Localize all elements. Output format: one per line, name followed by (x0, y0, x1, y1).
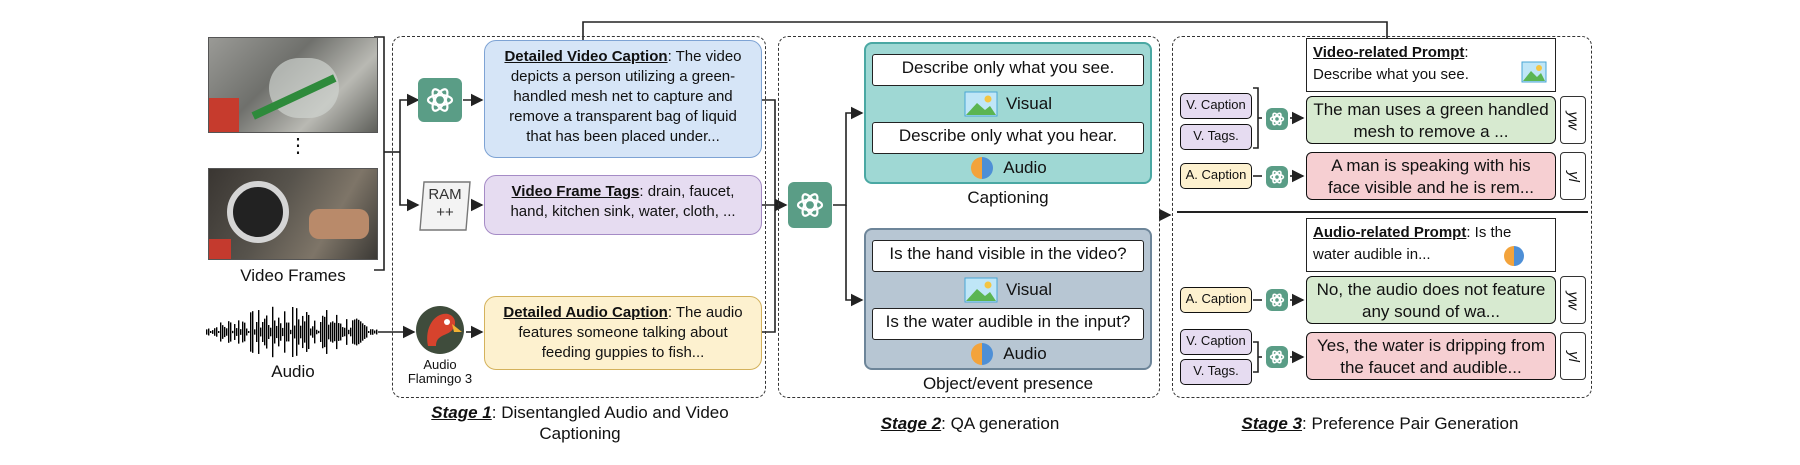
label-yw-2: yw (1564, 290, 1582, 310)
video-positive-label: yw (1560, 96, 1586, 144)
image-icon (1521, 61, 1547, 83)
video-frames-label: Video Frames (240, 266, 346, 285)
a-caption-tag-1: A. Caption (1180, 163, 1252, 189)
gpt-icon-3a (1266, 108, 1288, 130)
stage2-caption: Stage 2: QA generation (800, 414, 1140, 434)
video-frame-2 (208, 168, 378, 260)
presence-title: Object/event presence (922, 374, 1094, 393)
video-caption-text: : The video depicts a person utilizing a… (509, 48, 742, 145)
ram-label-line2: ++ (436, 204, 454, 221)
video-positive-response: The man uses a green handled mesh to rem… (1306, 96, 1556, 144)
audio-prompt-text: : Is the water audible in... (1313, 224, 1512, 263)
stage1-panel (392, 36, 766, 398)
stage3-panel (1172, 36, 1592, 398)
gpt-icon-3d (1266, 346, 1288, 368)
audio-positive-response: No, the audio does not feature any sound… (1306, 276, 1556, 324)
detailed-audio-caption-box: Detailed Audio Caption: The audio featur… (484, 296, 762, 370)
stage3-caption-rest: : Preference Pair Generation (1302, 414, 1519, 433)
presence-audio-row: Audio (872, 341, 1144, 367)
captioning-visual-row: Visual (872, 90, 1144, 118)
audio-caption-title: Detailed Audio Caption (503, 304, 668, 321)
v-tags-tag-1: V. Tags. (1180, 124, 1252, 150)
v-caption-tag-2: V. Caption (1180, 329, 1252, 355)
label-yw-1: yw (1564, 110, 1582, 130)
image-icon (964, 277, 998, 303)
captioning-visual-question: Describe only what you see. (872, 54, 1144, 86)
speaker-icon (971, 343, 994, 365)
label-yl-1: yl (1564, 170, 1582, 182)
audio-label: Audio (271, 362, 315, 381)
captioning-audio-label: Audio (1003, 158, 1047, 177)
speaker-icon (1504, 246, 1524, 266)
audio-prompt-title: Audio-related Prompt (1313, 224, 1467, 241)
captioning-visual-label: Visual (1006, 94, 1052, 113)
audio-negative-label: yl (1560, 332, 1586, 380)
gpt-icon-3b (1266, 166, 1288, 188)
speaker-icon (971, 157, 994, 179)
video-frame-1 (208, 37, 378, 133)
audio-waveform (206, 306, 378, 358)
v-tags-tag-2: V. Tags. (1180, 359, 1252, 385)
video-caption-title: Detailed Video Caption (504, 48, 668, 65)
stage1-caption: Stage 1: Disentangled Audio and Video Ca… (400, 402, 760, 444)
presence-visual-row: Visual (872, 276, 1144, 304)
stage2-caption-bold: Stage 2 (880, 414, 942, 433)
stage2-caption-rest: : QA generation (941, 414, 1060, 433)
detailed-video-caption-box: Detailed Video Caption: The video depict… (484, 40, 762, 158)
a-caption-tag-2: A. Caption (1180, 287, 1252, 313)
v-caption-tag-1: V. Caption (1180, 93, 1252, 119)
stage1-caption-bold: Stage 1 (431, 403, 492, 422)
frames-ellipsis: ⋮ (288, 135, 308, 157)
captioning-audio-row: Audio (872, 155, 1144, 181)
presence-visual-label: Visual (1006, 280, 1052, 299)
audio-positive-label: yw (1560, 276, 1586, 324)
label-yl-2: yl (1564, 350, 1582, 362)
stage1-caption-rest: : Disentangled Audio and Video Captionin… (491, 403, 729, 443)
presence-audio-label: Audio (1003, 344, 1047, 363)
ram-label-line1: RAM (428, 186, 462, 203)
audio-related-prompt-box: Audio-related Prompt: Is the water audib… (1306, 218, 1556, 272)
gpt-icon-3c (1266, 289, 1288, 311)
flamingo-icon (414, 302, 466, 358)
frame-tags-text: : drain, faucet, hand, kitchen sink, wat… (510, 183, 736, 220)
stage3-caption: Stage 3: Preference Pair Generation (1200, 414, 1560, 434)
video-negative-label: yl (1560, 152, 1586, 200)
stage2-panel (778, 36, 1160, 398)
image-icon (964, 91, 998, 117)
frame-tags-title: Video Frame Tags (511, 183, 640, 200)
audio-caption-text: : The audio features someone talking abo… (518, 304, 743, 361)
gpt-icon-2 (788, 182, 832, 228)
captioning-title: Captioning (967, 188, 1049, 207)
presence-audio-question: Is the water audible in the input? (872, 308, 1144, 340)
video-prompt-text: Describe what you see. (1313, 66, 1469, 83)
ram-icon: RAM ++ (418, 180, 472, 232)
presence-visual-question: Is the hand visible in the video? (872, 240, 1144, 272)
flamingo-label: Audio Flamingo 3 (407, 357, 473, 386)
video-frame-tags-box: Video Frame Tags: drain, faucet, hand, k… (484, 175, 762, 235)
stage3-caption-bold: Stage 3 (1241, 414, 1303, 433)
video-negative-response: A man is speaking with his face visible … (1306, 152, 1556, 200)
video-related-prompt-box: Video-related Prompt: Describe what you … (1306, 38, 1556, 92)
gpt-icon (418, 78, 462, 122)
captioning-audio-question: Describe only what you hear. (872, 122, 1144, 154)
video-prompt-title: Video-related Prompt (1313, 44, 1465, 61)
audio-negative-response: Yes, the water is dripping from the fauc… (1306, 332, 1556, 380)
